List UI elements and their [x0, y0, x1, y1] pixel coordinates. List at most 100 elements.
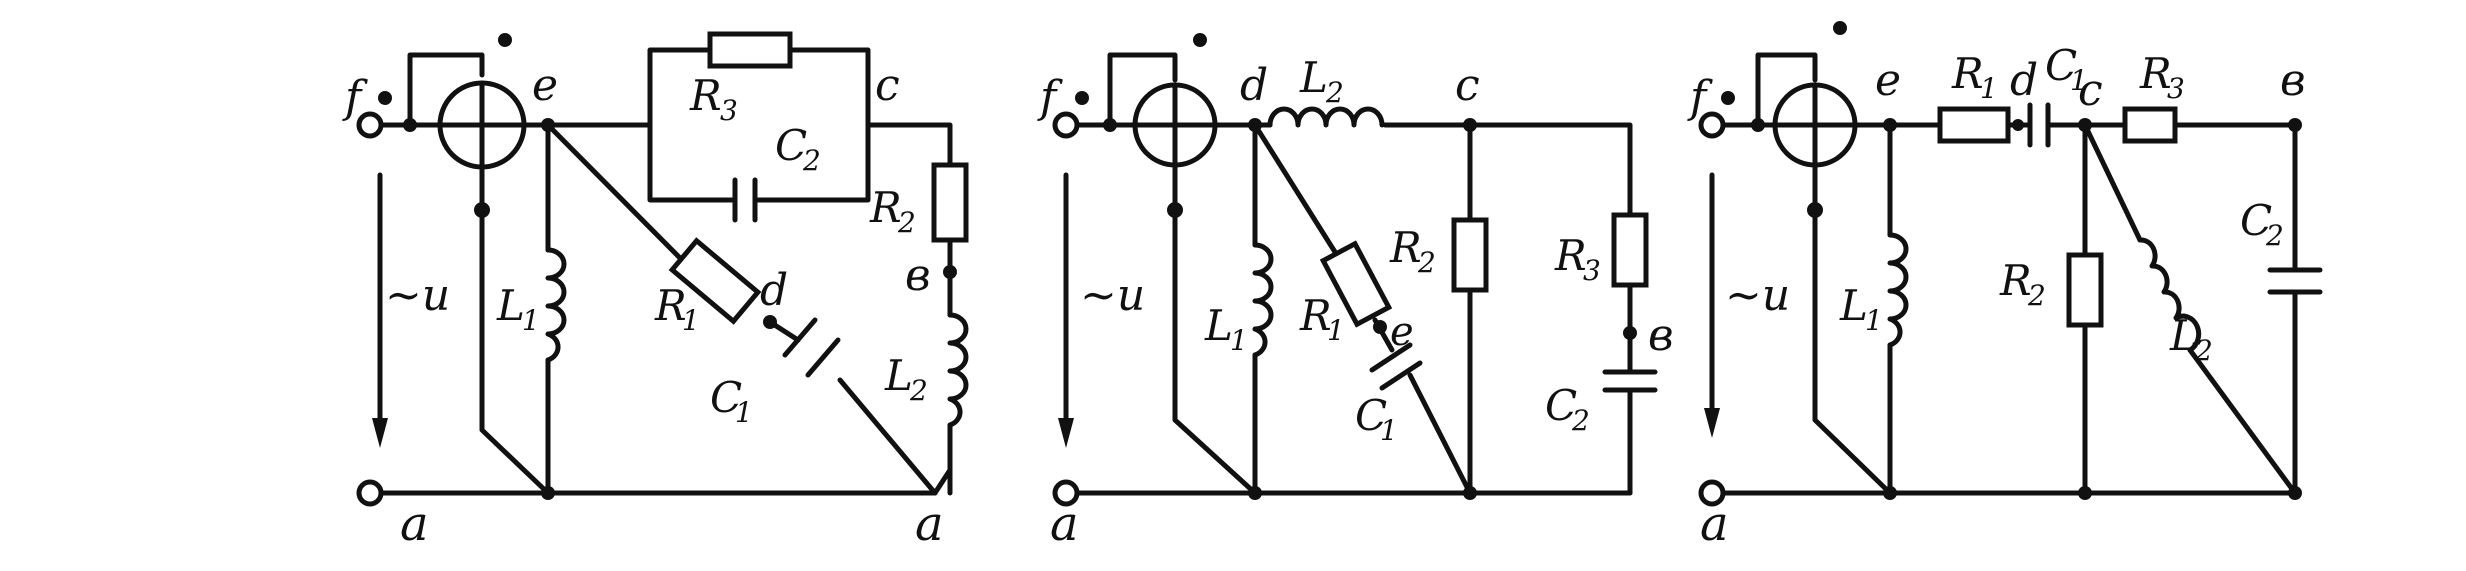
svg-text:R: R — [1999, 256, 2032, 305]
terminal-f — [1052, 111, 1080, 139]
capacitor-c2-icon — [1602, 369, 1658, 393]
svg-text:2: 2 — [897, 206, 916, 239]
resistor-r3-icon — [707, 31, 793, 69]
label-source: ~u — [1725, 270, 1790, 321]
svg-text:R: R — [1554, 231, 1587, 280]
resistor-r3-icon — [2122, 106, 2178, 144]
label-c1: C1 — [1355, 391, 1398, 447]
resistor-r3-icon — [1611, 212, 1649, 288]
label-source: ~u — [385, 270, 450, 321]
resistor-r1-icon — [668, 237, 762, 325]
label-node-a: a — [1050, 496, 1079, 552]
capacitor-c1-icon — [1369, 342, 1423, 391]
label-node-d: d — [2010, 55, 2038, 106]
label-l1: L1 — [1839, 281, 1883, 337]
junction-dot — [1751, 118, 1765, 132]
label-node-b: в — [905, 250, 931, 301]
svg-text:1: 1 — [682, 304, 700, 337]
wire-meter-return — [1812, 162, 1893, 496]
svg-text:L: L — [2169, 311, 2198, 360]
svg-text:2: 2 — [1571, 404, 1590, 437]
svg-text:1: 1 — [1327, 314, 1345, 347]
svg-text:R: R — [1951, 49, 1984, 98]
polarity-dot — [378, 91, 392, 105]
svg-text:R: R — [654, 281, 687, 330]
svg-text:1: 1 — [522, 304, 540, 337]
svg-text:2: 2 — [1325, 76, 1344, 109]
resistor-r2-icon — [2066, 252, 2104, 328]
label-c2: C2 — [775, 121, 821, 177]
svg-text:L: L — [1299, 53, 1328, 102]
label-c1: C1 — [710, 373, 753, 429]
label-l2: L2 — [884, 351, 928, 407]
label-r1: R1 — [654, 281, 700, 337]
arrow-head-icon — [1704, 408, 1720, 438]
label-node-c: c — [875, 60, 900, 111]
svg-text:3: 3 — [2167, 72, 2185, 105]
label-r3: R3 — [2139, 49, 2185, 105]
label-node-b: в — [1648, 310, 1674, 361]
svg-text:1: 1 — [1380, 414, 1398, 447]
label-source: ~u — [1080, 270, 1145, 321]
polarity-dot — [498, 33, 512, 47]
label-r2: R2 — [1389, 223, 1436, 279]
junction-dot — [1463, 486, 1477, 500]
wire-parallel-box — [647, 47, 871, 203]
polarity-dot — [1075, 91, 1089, 105]
label-l1: L1 — [496, 281, 540, 337]
label-r3: R3 — [1554, 231, 1601, 287]
circuit-3: f e d c в a ~u R1 C1 R3 L1 R2 L2 C2 — [1687, 21, 2323, 552]
junction-dot — [1103, 118, 1117, 132]
wire-loop — [1107, 52, 1178, 128]
label-r2: R2 — [869, 183, 916, 239]
svg-text:1: 1 — [735, 396, 753, 429]
inductor-l2-icon — [1267, 106, 1385, 128]
junction-dot — [541, 486, 555, 500]
node-d — [763, 315, 777, 329]
label-r1: R1 — [1299, 291, 1345, 347]
svg-text:2: 2 — [2027, 279, 2046, 312]
svg-text:1: 1 — [1865, 304, 1883, 337]
polarity-dot — [1721, 91, 1735, 105]
label-node-a: a — [1700, 496, 1729, 552]
svg-text:C: C — [1355, 391, 1387, 440]
node-e — [1373, 320, 1387, 334]
label-node-c: c — [2078, 65, 2103, 116]
circuit-2: f d c e в a ~u L2 R2 R3 L1 R1 C1 C2 — [1037, 33, 1674, 552]
svg-text:C: C — [2240, 196, 2272, 245]
svg-text:R: R — [869, 183, 902, 232]
svg-text:C: C — [2045, 41, 2077, 90]
label-node-a-left: a — [400, 496, 429, 552]
label-node-b: в — [2280, 55, 2306, 106]
label-node-e: e — [1390, 309, 1414, 355]
svg-text:2: 2 — [2194, 334, 2213, 367]
svg-text:3: 3 — [1583, 254, 1601, 287]
node-b — [1623, 326, 1637, 340]
label-c2: C2 — [1545, 381, 1590, 437]
terminal-f — [356, 111, 384, 139]
label-l2: L2 — [2169, 311, 2213, 367]
svg-text:C: C — [775, 121, 807, 170]
resistor-r1-icon — [1937, 106, 2011, 144]
wire-l2 — [2082, 122, 2298, 496]
capacitor-c2-icon — [2267, 122, 2323, 496]
svg-text:C: C — [710, 373, 742, 422]
svg-text:L: L — [1204, 301, 1233, 350]
svg-text:R: R — [689, 71, 722, 120]
capacitor-c1-icon — [2027, 102, 2078, 148]
circuit-1: f e c в d a a ~u R3 C2 R2 L1 R1 C1 L2 — [342, 31, 969, 552]
svg-text:L: L — [496, 281, 525, 330]
wattmeter-icon — [1132, 82, 1218, 168]
label-node-a-right: a — [915, 496, 944, 552]
inductor-l1-icon — [545, 247, 567, 363]
resistor-r2-icon — [931, 162, 969, 243]
svg-text:1: 1 — [1230, 324, 1248, 357]
label-l1: L1 — [1204, 301, 1248, 357]
junction-dot — [403, 118, 417, 132]
node-d — [2012, 119, 2024, 131]
svg-text:1: 1 — [1980, 72, 1998, 105]
junction-dot — [2078, 486, 2092, 500]
label-node-e: e — [1875, 55, 1901, 106]
svg-text:1: 1 — [2070, 64, 2088, 97]
